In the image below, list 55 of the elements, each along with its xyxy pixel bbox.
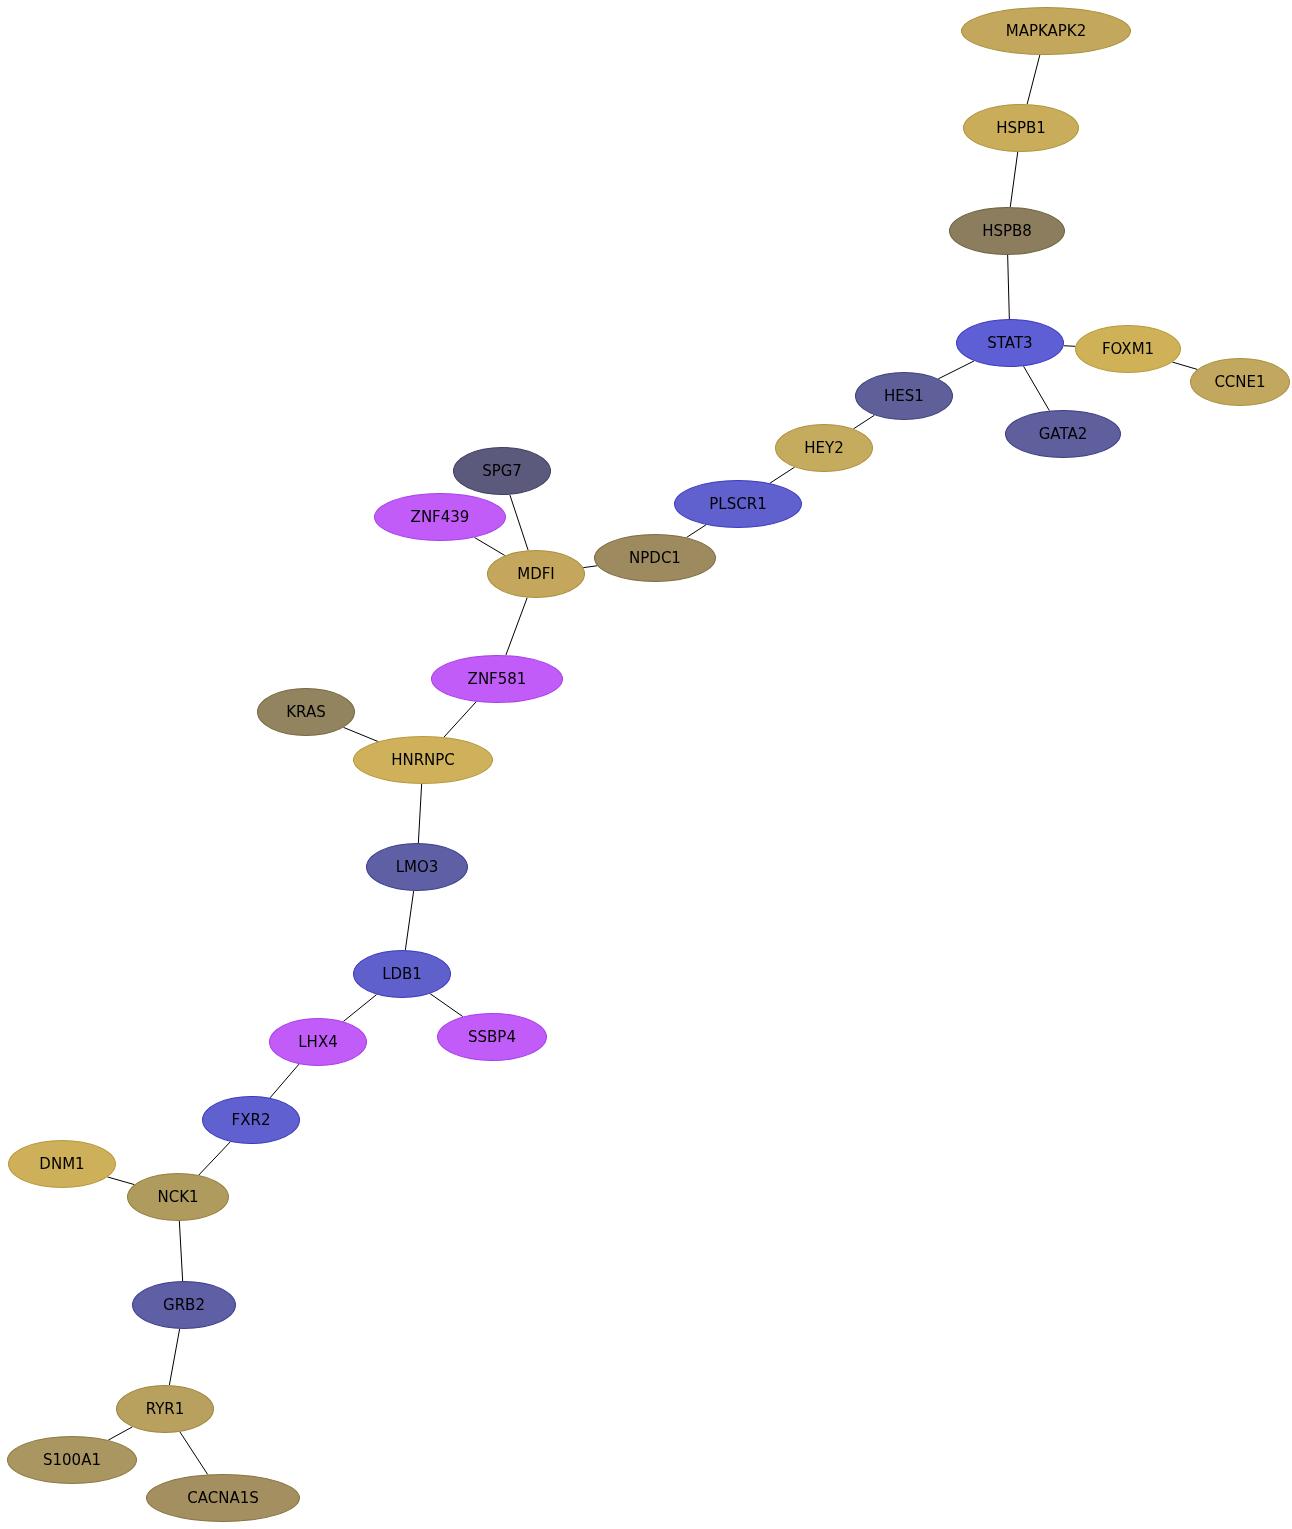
protein-label: S100A1 xyxy=(43,1451,101,1469)
protein-label: NCK1 xyxy=(157,1188,199,1206)
protein-label: RYR1 xyxy=(145,1400,185,1418)
protein-label: FOXM1 xyxy=(1101,340,1155,358)
connector-line xyxy=(107,1426,133,1441)
protein-label: ZNF439 xyxy=(410,508,470,526)
connector-line xyxy=(168,1328,181,1386)
protein-node xyxy=(1190,358,1290,406)
connector-line xyxy=(342,994,378,1022)
connector-line xyxy=(429,993,464,1018)
protein-label: ZNF581 xyxy=(467,670,527,688)
protein-node xyxy=(257,688,355,736)
connector-line xyxy=(343,726,379,743)
protein-label: SPG7 xyxy=(482,462,522,480)
connector-line xyxy=(769,466,796,484)
protein-label: CACNA1S xyxy=(187,1489,259,1507)
connector-line xyxy=(1171,361,1198,370)
connector-line xyxy=(505,597,528,656)
connector-line xyxy=(853,414,875,430)
connector-line xyxy=(473,536,506,556)
connector-line xyxy=(1007,254,1010,320)
protein-label: DNM1 xyxy=(39,1155,85,1173)
protein-label: LHX4 xyxy=(298,1033,338,1051)
protein-label: KRAS xyxy=(286,703,326,721)
connector-line xyxy=(686,524,707,538)
connector-line xyxy=(937,360,975,380)
protein-label: SSBP4 xyxy=(468,1028,516,1046)
protein-label: MAPKAPK2 xyxy=(1005,22,1087,40)
protein-label: GATA2 xyxy=(1038,425,1088,443)
protein-label: PLSCR1 xyxy=(709,495,767,513)
connector-line xyxy=(107,1176,135,1186)
protein-label: HSPB8 xyxy=(982,222,1032,240)
protein-label: HSPB1 xyxy=(996,119,1046,137)
protein-label: HES1 xyxy=(884,387,924,405)
connector-line xyxy=(1063,345,1076,347)
protein-label: LMO3 xyxy=(395,858,439,876)
protein-label: GRB2 xyxy=(163,1296,205,1314)
connector-line xyxy=(1023,365,1050,412)
protein-label: STAT3 xyxy=(987,334,1033,352)
protein-label: LDB1 xyxy=(382,965,422,983)
connector-line xyxy=(1026,54,1041,105)
connector-line xyxy=(443,701,477,738)
connector-line xyxy=(582,565,598,569)
connector-line xyxy=(178,1220,184,1282)
protein-label: NPDC1 xyxy=(629,549,681,567)
protein-label: HEY2 xyxy=(804,439,844,457)
protein-label: FXR2 xyxy=(231,1111,271,1129)
connector-line xyxy=(404,890,415,951)
connector-line xyxy=(509,494,529,551)
connector-line xyxy=(1009,151,1019,208)
protein-label: HNRNPC xyxy=(391,751,455,769)
connector-line xyxy=(417,783,423,844)
connector-line xyxy=(179,1431,209,1475)
protein-label: CCNE1 xyxy=(1214,373,1266,391)
protein-label: MDFI xyxy=(517,565,555,583)
